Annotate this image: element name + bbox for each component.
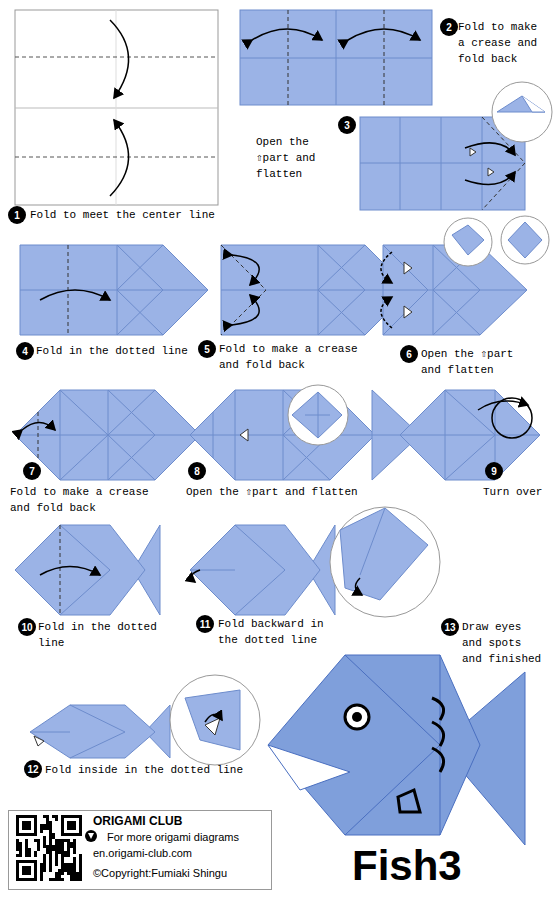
step-instruction: Fold inside in the dotted line (45, 762, 275, 778)
footer-text: ©Copyright:Fumiaki Shingu (93, 867, 227, 880)
step-number-text: 8 (194, 466, 200, 477)
step-number-text: 4 (22, 346, 28, 357)
step-number-text: 2 (446, 22, 452, 33)
footer-box: ORIGAMI CLUB For more origami diagrams en.… (8, 810, 272, 890)
step-instruction: Fold to make a crease and fold back (10, 484, 160, 516)
step-instruction: Fold in the dotted line (36, 343, 216, 359)
step-number: 12 (24, 760, 42, 778)
footer-text: For more origami diagrams (107, 831, 239, 844)
step-number: 6 (400, 345, 418, 363)
step-instruction: Fold to make a crease and fold back (219, 341, 369, 373)
step-number-text: 5 (204, 344, 210, 355)
step-number: 9 (485, 462, 503, 480)
step-number-text: 12 (27, 764, 38, 775)
step-number-text: 6 (406, 349, 412, 360)
club-name: ORIGAMI CLUB (93, 815, 182, 828)
step-number-text: 3 (344, 120, 350, 131)
step-number: 1 (8, 206, 26, 224)
step-number: 5 (198, 340, 216, 358)
step-instruction: Fold to meet the center line (30, 207, 230, 223)
step-instruction: Open the ⇧part and flatten (186, 484, 371, 500)
step-number-text: 10 (21, 622, 32, 633)
step-number: 13 (441, 618, 459, 636)
footer-text: en.origami-club.com (93, 847, 192, 860)
step-number-text: 9 (491, 466, 497, 477)
step-instruction: Open the ⇧part and flatten (421, 346, 526, 378)
step-instruction: Fold backward in the dotted line (218, 616, 340, 648)
step-instruction: Fold to make a crease and fold back (458, 19, 546, 67)
step-number: 3 (338, 116, 356, 134)
step-instruction: Fold in the dotted line (38, 619, 163, 651)
step-number-text: 13 (444, 622, 455, 633)
step-number: 7 (23, 462, 41, 480)
step-instruction: Open the ⇧part and flatten (256, 134, 348, 182)
step-instruction: Draw eyes and spots and finished (462, 619, 546, 667)
step-instruction: Turn over (483, 484, 555, 500)
step-number: 11 (196, 615, 214, 633)
step-number: 10 (18, 618, 36, 636)
step-number: 8 (188, 462, 206, 480)
step-number: 4 (16, 342, 34, 360)
step-number-text: 1 (14, 210, 20, 221)
title: Fish3 (352, 842, 462, 890)
step-number: 2 (440, 18, 458, 36)
step-number-text: 7 (29, 466, 35, 477)
step-number-text: 11 (200, 619, 211, 630)
